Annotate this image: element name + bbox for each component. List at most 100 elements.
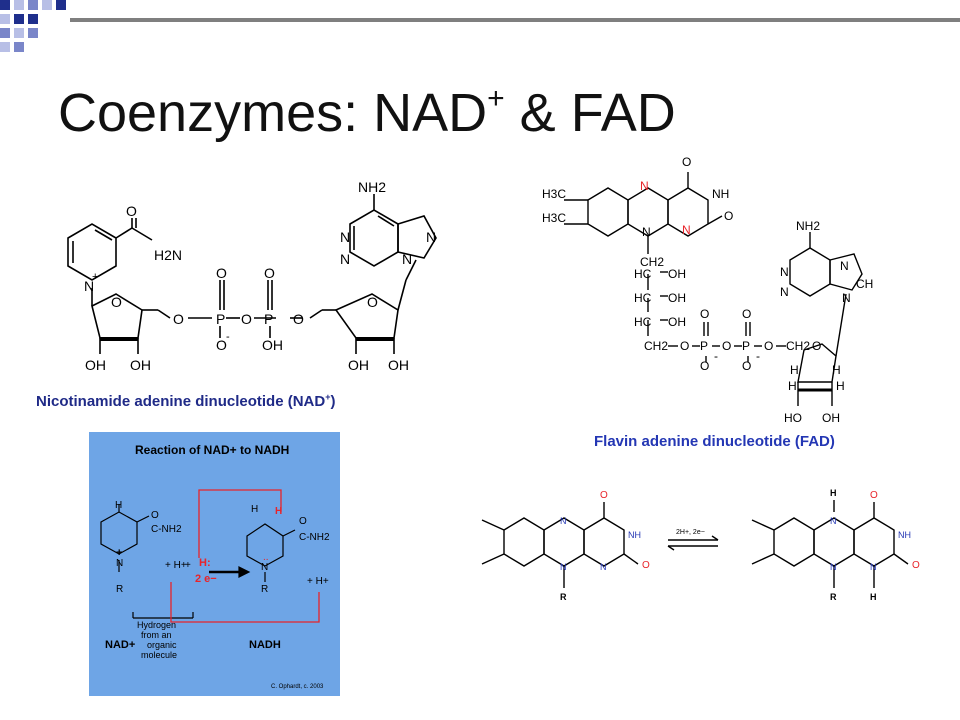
svg-text:O: O xyxy=(241,311,252,327)
svg-text:OH: OH xyxy=(668,267,686,281)
svg-text:molecule: molecule xyxy=(141,650,177,660)
svg-text:OH: OH xyxy=(668,291,686,305)
svg-text:O: O xyxy=(700,307,709,321)
svg-text:H: H xyxy=(251,504,258,515)
svg-text:NAD+: NAD+ xyxy=(105,639,135,651)
svg-text:H3C: H3C xyxy=(542,187,566,201)
fad-caption: Flavin adenine dinucleotide (FAD) xyxy=(594,433,835,450)
svg-text:H: H xyxy=(830,488,837,498)
svg-text:O: O xyxy=(600,490,608,501)
svg-text:O: O xyxy=(126,203,137,219)
svg-text:CH2: CH2 xyxy=(640,255,664,269)
svg-text:N: N xyxy=(560,562,567,572)
svg-text:N: N xyxy=(600,562,607,572)
svg-text:N: N xyxy=(830,516,837,526)
svg-text:-: - xyxy=(714,349,718,363)
svg-text:O: O xyxy=(700,359,709,373)
svg-text:-: - xyxy=(226,331,230,343)
svg-text:P: P xyxy=(216,311,225,327)
svg-text:CH2: CH2 xyxy=(786,339,810,353)
svg-text:O: O xyxy=(812,339,821,353)
svg-text:O: O xyxy=(216,265,227,281)
svg-text:+: + xyxy=(116,547,122,559)
svg-text:OH: OH xyxy=(262,337,283,353)
svg-text:O: O xyxy=(111,294,122,310)
svg-text:N: N xyxy=(340,251,350,267)
svg-text:N: N xyxy=(780,285,789,299)
reaction-diagram: Reaction of NAD+ to NADH H O C-NH2 N + xyxy=(100,443,330,690)
svg-text:2H+, 2e−: 2H+, 2e− xyxy=(676,529,705,536)
svg-text:-: - xyxy=(756,349,760,363)
svg-text:N: N xyxy=(840,259,849,273)
svg-text:NH: NH xyxy=(712,187,729,201)
svg-text:2 e−: 2 e− xyxy=(195,573,217,585)
svg-text:H2N: H2N xyxy=(154,247,182,263)
reaction-title: Reaction of NAD+ to NADH xyxy=(135,443,289,457)
svg-text:+ H+: + H+ xyxy=(165,560,187,571)
svg-text:O: O xyxy=(151,510,159,521)
flavin-reduction-diagram: N NH N N N NH N N O O O O R H R H 2H+, 2… xyxy=(481,488,920,602)
svg-text:OH: OH xyxy=(822,411,840,425)
svg-text:H3C: H3C xyxy=(542,211,566,225)
svg-text:O: O xyxy=(742,359,751,373)
svg-text:R: R xyxy=(261,584,268,595)
svg-text:N: N xyxy=(870,562,877,572)
svg-text:H: H xyxy=(870,592,877,602)
svg-text:N: N xyxy=(640,179,649,193)
svg-text:N: N xyxy=(426,229,436,245)
svg-text:C-NH2: C-NH2 xyxy=(299,532,330,543)
svg-text:R: R xyxy=(830,592,837,602)
fad-structure: H3C H3C N O NH O N N CH2 HC OH HC OH HC … xyxy=(542,155,873,425)
svg-text:N: N xyxy=(830,562,837,572)
svg-text:P: P xyxy=(264,311,273,327)
svg-text:C-NH2: C-NH2 xyxy=(151,524,182,535)
nad-structure: O H2N N + O OH OH O P O O - O P O OH O O… xyxy=(67,179,437,373)
svg-text:O: O xyxy=(764,339,773,353)
svg-text:+: + xyxy=(92,271,98,283)
svg-text:O: O xyxy=(367,294,378,310)
svg-text:O: O xyxy=(680,339,689,353)
svg-text:O: O xyxy=(742,307,751,321)
svg-text:O: O xyxy=(264,265,275,281)
svg-text:O: O xyxy=(722,339,731,353)
svg-text:H: H xyxy=(832,363,841,377)
svg-text:H: H xyxy=(790,363,799,377)
reaction-panel: Reaction of NAD+ to NADH H O C-NH2 N + xyxy=(89,432,340,696)
svg-text:HO: HO xyxy=(784,411,802,425)
svg-text:O: O xyxy=(216,337,227,353)
svg-text:O: O xyxy=(642,560,650,571)
svg-text:O: O xyxy=(293,311,304,327)
svg-text:O: O xyxy=(724,209,733,223)
svg-text:HC: HC xyxy=(634,315,652,329)
svg-text:P: P xyxy=(700,339,708,353)
svg-text:O: O xyxy=(870,490,878,501)
svg-text:N: N xyxy=(560,516,567,526)
svg-text:+ H+: + H+ xyxy=(307,576,329,587)
svg-text:N: N xyxy=(84,278,94,294)
svg-text:OH: OH xyxy=(348,357,369,373)
svg-text:H: H xyxy=(788,379,797,393)
svg-text:HC: HC xyxy=(634,267,652,281)
svg-text:N: N xyxy=(340,229,350,245)
svg-text:N: N xyxy=(780,265,789,279)
svg-text:H: H xyxy=(115,500,122,511)
svg-text:CH2: CH2 xyxy=(644,339,668,353)
svg-text:C. Ophardt, c. 2003: C. Ophardt, c. 2003 xyxy=(271,684,324,690)
corner-decoration xyxy=(0,0,960,60)
svg-text:NH: NH xyxy=(628,530,641,540)
svg-text:P: P xyxy=(742,339,750,353)
svg-text:N: N xyxy=(402,251,412,267)
svg-text:+: + xyxy=(185,560,191,571)
svg-text:N: N xyxy=(842,291,851,305)
svg-text:R: R xyxy=(560,592,567,602)
svg-text:organic: organic xyxy=(147,640,177,650)
svg-text:OH: OH xyxy=(388,357,409,373)
svg-text:from an: from an xyxy=(141,630,172,640)
svg-text:OH: OH xyxy=(668,315,686,329)
svg-text:H: H xyxy=(836,379,845,393)
svg-text:N: N xyxy=(116,558,123,569)
svg-text:..: .. xyxy=(263,552,269,563)
svg-text:O: O xyxy=(173,311,184,327)
svg-text:OH: OH xyxy=(85,357,106,373)
svg-text:N: N xyxy=(682,223,691,237)
